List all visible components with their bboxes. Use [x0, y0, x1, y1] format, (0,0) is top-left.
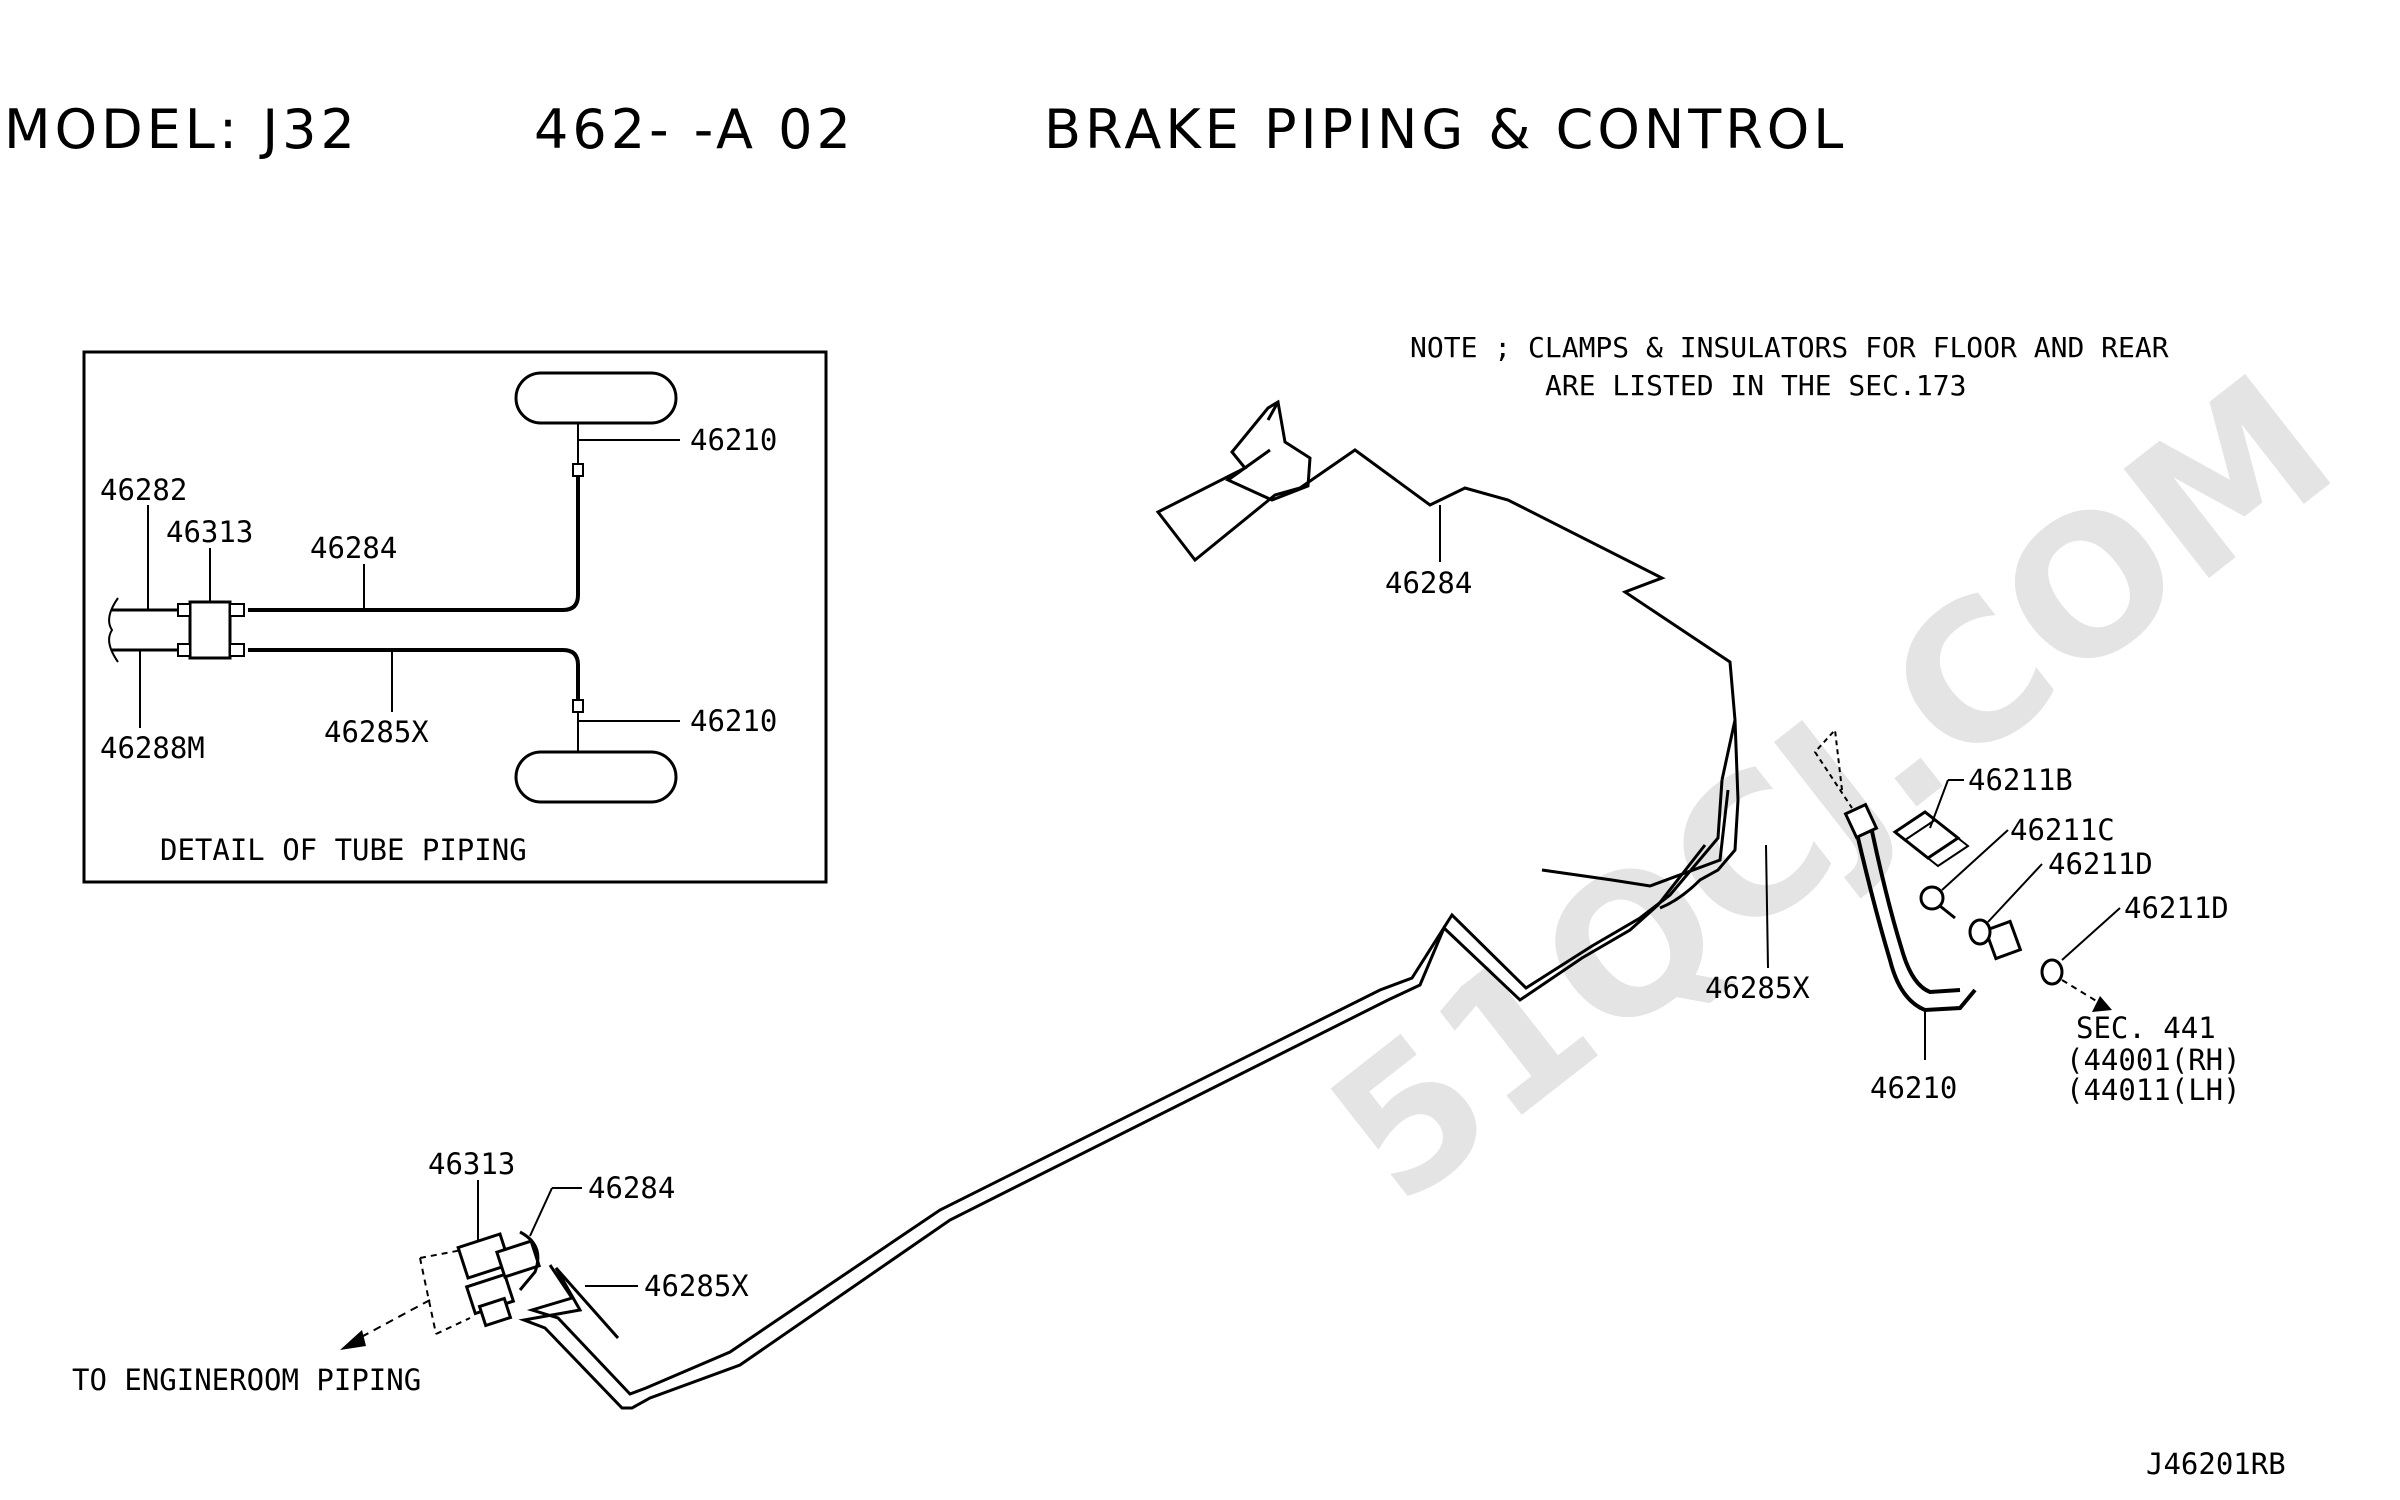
connector-port	[229, 643, 245, 657]
wheel-rear	[514, 750, 678, 804]
watermark: 51QCJ.COM	[1292, 334, 2372, 1246]
connector-port	[477, 1296, 513, 1328]
tube-46284-detail	[248, 594, 580, 612]
connector-port	[229, 603, 245, 617]
hose-fitting-upper	[1843, 802, 1879, 840]
sec-ref-line-3: (44011(LH)	[2066, 1073, 2241, 1107]
hose-46210-main	[1850, 811, 1977, 1013]
arrow-to-caliper-line	[2061, 979, 2099, 1003]
label-46284-low: 46284	[588, 1171, 675, 1205]
detail-of-tube-piping: 46282 46313 46284 46210 46210 46285X 462…	[82, 350, 828, 884]
hose-joint-lower	[572, 699, 584, 713]
washer-46211d-a	[1968, 918, 1992, 946]
section-title: BRAKE PIPING & CONTROL	[1044, 98, 1848, 161]
label-46210-bottom: 46210	[690, 704, 777, 738]
leader-46285x-mid	[1765, 844, 1769, 969]
tube-46285x-detail	[248, 648, 580, 666]
tube-46285x-main-outer	[518, 844, 1707, 1410]
main-piping: TO ENGINEROOM PIPING	[72, 399, 2286, 1481]
arrow-to-engineroom-line	[351, 1299, 431, 1343]
tube-46285x-upper-b	[1659, 719, 1740, 910]
connector-port	[177, 603, 191, 617]
arrow-head-engineroom	[340, 1330, 366, 1350]
leader-46211d-a	[1987, 863, 2043, 923]
hose-guide	[1813, 727, 1853, 809]
hose-46210-inner	[1866, 811, 1961, 995]
label-46284-detail: 46284	[310, 531, 397, 565]
connector-46313-detail	[188, 600, 232, 660]
detail-frame	[82, 350, 828, 884]
label-46285x-main: 46285X	[1705, 971, 1810, 1005]
label-46288m: 46288M	[100, 731, 205, 765]
sec-ref-line-2: (44001(RH)	[2066, 1043, 2241, 1077]
note-line-2: ARE LISTED IN THE SEC.173	[1545, 369, 1966, 402]
label-46210-main: 46210	[1870, 1071, 1957, 1105]
detail-caption: DETAIL OF TUBE PIPING	[160, 833, 527, 867]
arrow-head-caliper	[2092, 996, 2112, 1012]
sec-ref-line-1: SEC. 441	[2076, 1011, 2216, 1045]
bolt-46211c	[1919, 885, 1945, 911]
label-46313-detail: 46313	[166, 515, 253, 549]
tube-46284-front	[518, 1230, 540, 1291]
connector-46313-main	[456, 1230, 542, 1328]
note-line-1: NOTE ; CLAMPS & INSULATORS FOR FLOOR AND…	[1410, 331, 2169, 364]
washer-46211d-b	[2040, 958, 2064, 986]
label-46211d-b: 46211D	[2124, 891, 2229, 925]
label-46282: 46282	[100, 473, 187, 507]
hose-joint-upper	[572, 463, 584, 477]
section-code: 462- -A 02	[534, 98, 855, 161]
label-46284-main: 46284	[1385, 566, 1472, 600]
leader-46211d-b	[2061, 907, 2121, 961]
hose-fitting-lower	[1983, 919, 2023, 961]
label-46211d-a: 46211D	[2048, 847, 2153, 881]
model-label: MODEL: J32	[4, 98, 359, 161]
connector-port	[177, 643, 191, 657]
leader-46211b-diag	[1929, 779, 1949, 829]
connector-port	[494, 1239, 542, 1279]
leader-46284-low-diag	[529, 1187, 553, 1237]
label-46285x-low: 46285X	[644, 1269, 749, 1303]
dashed-guide	[419, 1249, 471, 1335]
tube-46285x-upper-a	[1541, 789, 1730, 888]
label-46210-top: 46210	[690, 423, 777, 457]
label-46313-main: 46313	[428, 1147, 515, 1181]
bolt-shank	[1939, 904, 1956, 920]
wheel-front	[514, 371, 678, 425]
tube-46284-main	[1155, 399, 1737, 781]
leader-46211c	[1941, 829, 2009, 891]
label-46211b: 46211B	[1968, 763, 2073, 797]
label-46211c: 46211C	[2010, 813, 2115, 847]
drawing-code: J46201RB	[2146, 1447, 2286, 1481]
label-46285x-detail: 46285X	[324, 715, 429, 749]
break-mark	[108, 597, 119, 663]
clip-46211b-shadow	[1903, 818, 1970, 868]
tube-46284-main-inner	[526, 779, 1724, 1396]
to-engineroom-label: TO ENGINEROOM PIPING	[72, 1363, 421, 1397]
